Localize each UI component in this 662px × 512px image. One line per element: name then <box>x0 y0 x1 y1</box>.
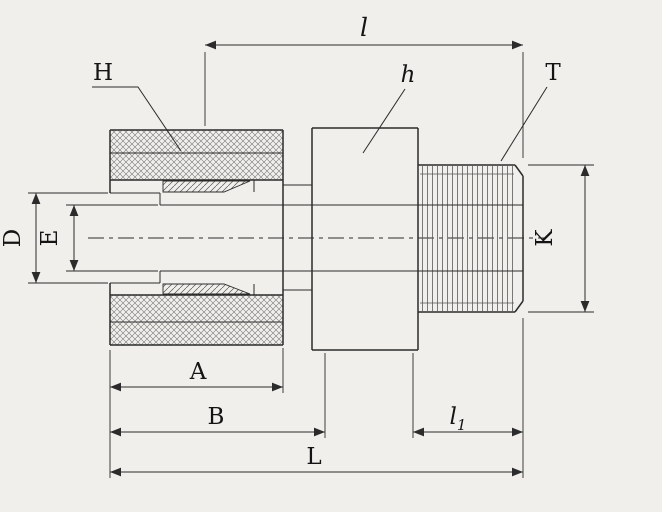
thread-outline <box>418 164 524 313</box>
body-hex-section <box>283 127 419 351</box>
dim-label-B: B <box>208 404 225 430</box>
nut-section <box>109 129 284 346</box>
dim-label-L: L <box>306 444 321 470</box>
nut-hatch-bottom <box>110 295 283 345</box>
leader-H <box>92 86 182 152</box>
thread-root-lines <box>420 173 514 304</box>
thread-hatch <box>420 166 514 311</box>
leader-lines <box>92 86 548 162</box>
hex-outline <box>311 127 419 351</box>
dim-label-A: A <box>189 359 207 385</box>
nut-hatch-top <box>110 130 283 180</box>
ferrule-upper <box>162 180 251 193</box>
labels: l H h T D E K A B l1 L <box>0 13 561 470</box>
through-bore-lines <box>160 204 523 272</box>
dim-label-E: E <box>37 230 63 247</box>
part-label-h: h <box>401 62 416 88</box>
dim-label-l1: l1 <box>450 404 467 434</box>
extension-lines <box>28 52 594 478</box>
dim-label-D: D <box>0 229 26 247</box>
dim-label-K: K <box>532 229 558 247</box>
thread-section <box>160 164 524 313</box>
part-label-H: H <box>93 60 113 86</box>
leader-h <box>362 88 406 154</box>
part-label-T: T <box>545 60 561 86</box>
nut-bore-lines <box>110 192 160 284</box>
neck-lines <box>283 184 312 291</box>
nut-hex-shoulder-lines <box>110 152 283 323</box>
dim-label-l: l <box>360 13 368 42</box>
dimension-lines <box>31 40 590 477</box>
nut-outline <box>109 129 284 346</box>
leader-T <box>500 86 548 162</box>
ferrule-lower <box>162 283 251 295</box>
